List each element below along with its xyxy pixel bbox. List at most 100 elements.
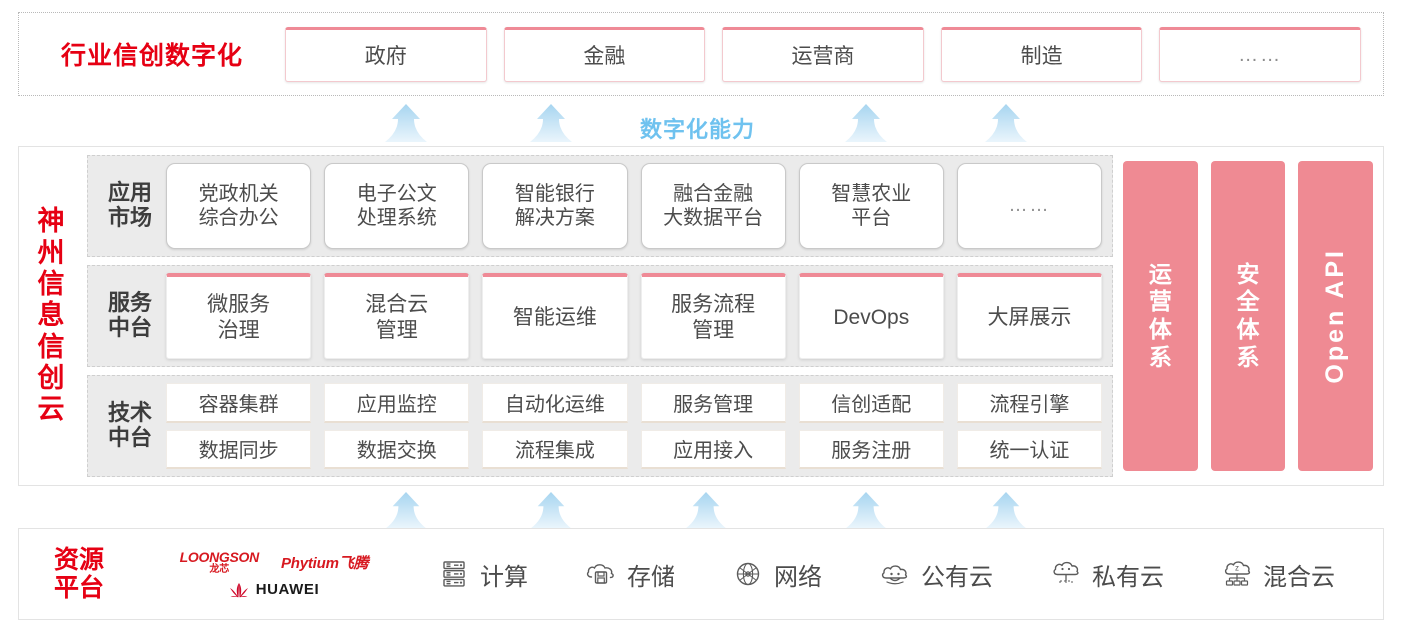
tech-card-service-mgmt[interactable]: 服务管理: [640, 383, 786, 423]
resource-item-list: 计算 存储 网络: [409, 557, 1383, 592]
app-card-finance-bigdata[interactable]: 融合金融大数据平台: [640, 163, 786, 249]
resource-arrow-strip-bottom: [18, 488, 1384, 530]
industry-band-title: 行业信创数字化: [60, 42, 243, 70]
huawei-logo: HUAWEI: [229, 581, 320, 598]
app-card-smart-agriculture[interactable]: 智慧农业平台: [798, 163, 944, 249]
resource-item-label: 混合云: [1263, 563, 1335, 591]
layer-label-technical-platform: 技术 中台: [94, 401, 166, 450]
service-card-hybrid-cloud-mgmt[interactable]: 混合云管理: [324, 273, 470, 359]
vendor-logo-group: LOONGSON 龙芯 Phytium飞腾 HUAWEI: [139, 550, 409, 598]
private-cloud-icon: [1053, 561, 1079, 585]
cloud-title-char: 息: [37, 300, 65, 331]
industry-band: 行业信创数字化 政府 金融 运营商 制造 ……: [18, 12, 1384, 96]
pillar-char: 系: [1148, 343, 1172, 370]
app-card-e-document[interactable]: 电子公文处理系统: [324, 163, 470, 249]
tech-card-service-registry[interactable]: 服务注册: [798, 429, 944, 469]
cloud-title-char: 州: [37, 237, 65, 268]
cloud-title-char: 信: [37, 269, 65, 300]
resource-item-label: 网络: [774, 563, 822, 591]
tech-card-process-integration[interactable]: 流程集成: [482, 429, 628, 469]
industry-card-finance[interactable]: 金融: [503, 26, 706, 82]
resource-platform-title: 资源 平台: [19, 546, 139, 603]
resource-item-hybrid-cloud[interactable]: z 混合云: [1220, 557, 1335, 592]
tech-card-unified-auth[interactable]: 统一认证: [956, 429, 1103, 469]
tech-card-xinchuang-adapt[interactable]: 信创适配: [798, 383, 944, 423]
pillar-operations-system[interactable]: 运 营 体 系: [1123, 161, 1198, 471]
pillar-label: 安 全 体 系: [1237, 261, 1260, 371]
tech-card-automated-ops[interactable]: 自动化运维: [482, 383, 628, 423]
hybrid-cloud-icon: z: [1224, 561, 1251, 586]
phytium-logo: Phytium飞腾: [280, 555, 369, 572]
tech-card-app-monitoring[interactable]: 应用监控: [324, 383, 470, 423]
public-cloud-icon: [881, 565, 908, 585]
layer-technical-platform: 技术 中台 容器集群 应用监控 自动化运维 服务管理 信创适配 流程引擎 数据同…: [87, 375, 1113, 477]
resource-item-network[interactable]: 网络: [731, 557, 822, 592]
tech-card-app-access[interactable]: 应用接入: [640, 429, 786, 469]
tech-card-data-sync[interactable]: 数据同步: [166, 429, 312, 469]
cloud-title-char: 神: [37, 206, 65, 237]
layer-label-line: 市场: [107, 205, 152, 230]
resource-item-storage[interactable]: 存储: [584, 557, 675, 592]
service-card-big-screen[interactable]: 大屏展示: [956, 273, 1103, 359]
cloud-title-char: 云: [37, 394, 65, 425]
resource-title-line: 资源: [53, 545, 104, 574]
resource-item-label: 公有云: [921, 563, 993, 591]
cloud-body: 应用 市场 党政机关综合办公 电子公文处理系统 智能银行解决方案 融合金融大数据…: [83, 147, 1383, 485]
layer-label-application-market: 应用 市场: [94, 181, 166, 230]
capability-label: 数字化能力: [640, 117, 756, 142]
tech-card-process-engine[interactable]: 流程引擎: [956, 383, 1103, 423]
pillar-char: 体: [1148, 316, 1172, 342]
resource-title-line: 平台: [53, 574, 104, 602]
pillar-open-api[interactable]: Open API: [1298, 161, 1374, 471]
layer-label-service-platform: 服务 中台: [94, 291, 166, 340]
up-arrow-icon: [530, 104, 572, 142]
resource-item-label: 存储: [627, 563, 675, 591]
pillar-char: 全: [1236, 288, 1260, 315]
pillar-char: 安: [1236, 260, 1260, 287]
vendor-logo-row: LOONGSON 龙芯 Phytium飞腾: [180, 550, 369, 575]
cloud-title-char: 创: [37, 362, 65, 393]
service-card-smart-ops[interactable]: 智能运维: [482, 273, 628, 359]
app-card-smart-bank[interactable]: 智能银行解决方案: [482, 163, 628, 249]
resource-item-compute[interactable]: 计算: [437, 557, 528, 592]
up-arrow-icon: [845, 104, 887, 142]
industry-card-list: 政府 金融 运营商 制造 ……: [285, 26, 1383, 82]
service-card-process-mgmt[interactable]: 服务流程管理: [640, 273, 786, 359]
industry-card-operator[interactable]: 运营商: [722, 26, 924, 82]
resource-item-public-cloud[interactable]: 公有云: [878, 557, 993, 592]
up-arrow-icon: [385, 104, 427, 142]
service-card-microservice-governance[interactable]: 微服务治理: [166, 273, 312, 359]
capability-arrow-strip-top: [18, 100, 1384, 144]
app-card-more[interactable]: ……: [956, 163, 1103, 249]
pillar-char: 体: [1236, 316, 1260, 342]
layer-label-line: 服务: [107, 290, 152, 316]
layer-label-line: 中台: [107, 315, 152, 340]
resource-item-private-cloud[interactable]: 私有云: [1049, 557, 1164, 592]
app-card-gov-office[interactable]: 党政机关综合办公: [166, 163, 312, 249]
layer-label-line: 技术: [107, 400, 152, 426]
cloud-layer-list: 应用 市场 党政机关综合办公 电子公文处理系统 智能银行解决方案 融合金融大数据…: [87, 155, 1113, 477]
up-arrow-icon: [985, 104, 1027, 142]
up-arrow-icon: [846, 492, 886, 529]
cloud-storage-icon: [586, 564, 614, 584]
resource-item-label: 私有云: [1092, 563, 1164, 591]
resource-item-label: 计算: [480, 563, 528, 591]
pillar-label: 运 营 体 系: [1149, 261, 1172, 371]
up-arrow-icon: [986, 492, 1026, 529]
server-rack-icon: [443, 561, 465, 587]
industry-card-more[interactable]: ……: [1159, 26, 1361, 82]
industry-card-manufacturing[interactable]: 制造: [940, 26, 1143, 82]
layer-application-market: 应用 市场 党政机关综合办公 电子公文处理系统 智能银行解决方案 融合金融大数据…: [87, 155, 1113, 257]
service-card-devops[interactable]: DevOps: [798, 273, 944, 359]
svg-text:z: z: [1235, 564, 1239, 573]
pillar-security-system[interactable]: 安 全 体 系: [1210, 161, 1286, 471]
layer-label-line: 应用: [107, 180, 152, 206]
loongson-logo-en: LOONGSON: [179, 549, 260, 565]
cloud-platform-panel: 神 州 信 息 信 创 云 应用 市场 党政机关综合办公 电子公文处理系统 智能…: [18, 146, 1384, 486]
layer-label-line: 中台: [107, 425, 152, 450]
pillar-char: 运: [1148, 260, 1172, 287]
service-card-list: 微服务治理 混合云管理 智能运维 服务流程管理 DevOps 大屏展示: [166, 273, 1103, 359]
tech-card-container-cluster[interactable]: 容器集群: [166, 383, 312, 423]
tech-card-data-exchange[interactable]: 数据交换: [324, 429, 470, 469]
industry-card-government[interactable]: 政府: [285, 26, 487, 82]
